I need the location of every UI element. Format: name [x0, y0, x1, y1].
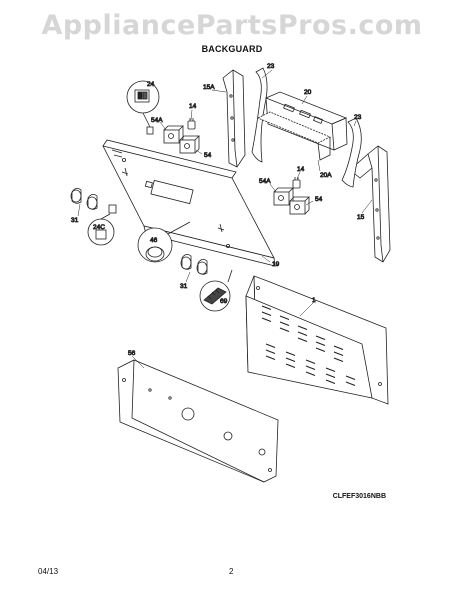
callout-23-left: 23	[267, 63, 275, 70]
callout-24: 24	[147, 81, 155, 88]
rocker-switch-24-detail[interactable]	[126, 80, 160, 135]
control-knob-31-lower-a[interactable]	[180, 254, 192, 270]
callout-31-lower: 31	[180, 283, 188, 290]
callout-54a-lower: 54A	[259, 178, 271, 185]
footer-page-number: 2	[229, 567, 234, 576]
callout-24c: 24C	[93, 224, 105, 231]
trim-strap-23-left[interactable]	[251, 67, 268, 163]
connector-69-detail[interactable]	[199, 269, 233, 312]
callout-54-lower: 54	[315, 196, 323, 203]
backguard-plate-56[interactable]	[117, 359, 279, 483]
control-knob-31-left-b[interactable]	[86, 194, 98, 210]
indicator-light-14-upper[interactable]	[187, 118, 196, 130]
callout-15: 15	[357, 214, 365, 221]
callout-69: 69	[220, 298, 228, 305]
control-knob-31-left-a[interactable]	[70, 188, 82, 204]
callout-1: 1	[312, 297, 316, 304]
callout-56: 56	[128, 350, 136, 357]
control-board-20a[interactable]	[257, 111, 331, 161]
callout-54-upper: 54	[204, 152, 212, 159]
callout-54a-upper: 54A	[151, 117, 163, 124]
callout-labels: 24 15A 23 20 14 54A 54 23 20A 14 54A 54 …	[71, 63, 365, 358]
callout-23-right: 23	[354, 114, 362, 121]
switch-24c-detail[interactable]	[87, 213, 115, 246]
section-title: BACKGUARD	[201, 44, 263, 54]
infinite-switch-54a-upper[interactable]	[163, 125, 184, 144]
timer-knob-46-detail[interactable]	[137, 221, 191, 263]
leader-lines	[77, 69, 373, 369]
infinite-switch-54-lower[interactable]	[289, 196, 310, 215]
callout-20a: 20A	[320, 172, 332, 179]
electronic-control-20[interactable]	[264, 91, 348, 151]
infinite-switch-54-upper[interactable]	[179, 135, 200, 154]
callout-19: 19	[272, 261, 280, 268]
indicator-light-14-lower[interactable]	[292, 177, 301, 189]
callout-14-lower: 14	[297, 166, 305, 173]
end-bracket-15a[interactable]	[222, 69, 246, 168]
footer-date: 04/13	[38, 567, 59, 576]
control-knob-31-lower-b[interactable]	[196, 259, 208, 275]
callout-15a: 15A	[203, 84, 215, 91]
callout-31-left: 31	[71, 217, 79, 224]
trim-strap-23-right[interactable]	[341, 117, 362, 188]
callout-14-upper: 14	[189, 103, 197, 110]
watermark-text: AppliancePartsPros.com	[41, 10, 423, 41]
control-panel-part[interactable]	[102, 139, 276, 267]
model-code: CLFEF3016NBB	[332, 493, 386, 500]
knob-bracket-small[interactable]	[108, 204, 117, 214]
callout-20: 20	[304, 89, 312, 96]
rear-panel-1[interactable]	[245, 275, 389, 405]
callout-46: 46	[150, 237, 158, 244]
